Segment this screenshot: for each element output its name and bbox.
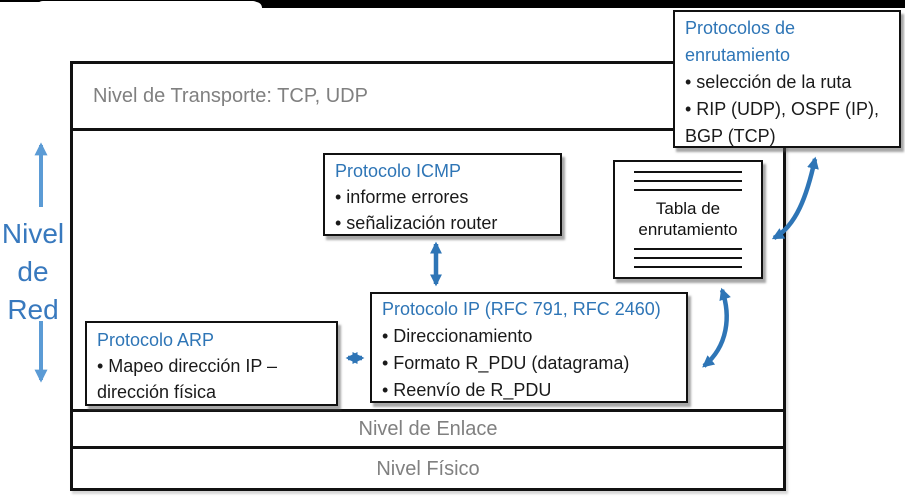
side-label-line-1: Nivel xyxy=(1,218,65,249)
icmp-box-title: Protocolo ICMP xyxy=(335,161,462,181)
ip-bullet-2: • Formato R_PDU (datagrama) xyxy=(382,353,630,373)
top-edge-notch-rounded xyxy=(36,1,260,8)
physical-layer-label: Nivel Físico xyxy=(376,458,480,480)
routing-protocols-title-line-2: enrutamiento xyxy=(685,45,791,65)
network-layer-side-label: Nivel de Red xyxy=(0,215,66,329)
ruled-line xyxy=(634,257,742,259)
ruled-line xyxy=(634,248,742,250)
ip-box-title: Protocolo IP (RFC 791, RFC 2460) xyxy=(382,299,661,319)
ruled-line xyxy=(634,171,742,173)
icmp-bullet-2: • señalización router xyxy=(335,213,498,233)
icmp-bullet-1: • informe errores xyxy=(335,187,469,207)
arp-box-title: Protocolo ARP xyxy=(97,330,215,350)
routing-table-box: Tabla de enrutamiento xyxy=(613,160,763,279)
routing-protocols-bullet-2: • RIP (UDP), OSPF (IP), xyxy=(685,99,879,119)
transport-row-divider xyxy=(71,128,785,131)
ruled-line xyxy=(634,189,742,191)
link-physical-divider xyxy=(71,446,785,449)
ip-protocol-box: Protocolo IP (RFC 791, RFC 2460) • Direc… xyxy=(370,292,688,403)
routing-protocols-bullet-2-cont: BGP (TCP) xyxy=(685,126,776,146)
ip-bullet-1: • Direccionamiento xyxy=(382,326,533,346)
arp-protocol-box: Protocolo ARP • Mapeo dirección IP – dir… xyxy=(85,321,338,406)
ruled-line xyxy=(634,180,742,182)
side-label-line-3: Red xyxy=(7,294,59,325)
ruled-line xyxy=(634,266,742,268)
routing-protocols-bullet-1: • selección de la ruta xyxy=(685,72,852,92)
routing-table-label-line-2: enrutamiento xyxy=(638,220,738,239)
arp-bullet-1-cont: dirección física xyxy=(97,382,217,402)
side-label-line-2: de xyxy=(17,256,49,287)
ip-bullet-3: • Reenvío de R_PDU xyxy=(382,380,552,400)
routing-table-label-line-1: Tabla de xyxy=(655,199,721,218)
link-layer-label: Nivel de Enlace xyxy=(358,418,498,440)
link-row-top-divider xyxy=(71,409,785,412)
top-edge-black-band xyxy=(0,0,905,8)
routing-protocols-title-line-1: Protocolos de xyxy=(685,18,796,38)
transport-layer-label: Nivel de Transporte: TCP, UDP xyxy=(93,85,368,107)
routing-protocols-box: Protocolos de enrutamiento • selección d… xyxy=(673,10,901,148)
arp-bullet-1: • Mapeo dirección IP – xyxy=(97,356,278,376)
icmp-protocol-box: Protocolo ICMP • informe errores • señal… xyxy=(323,153,562,236)
